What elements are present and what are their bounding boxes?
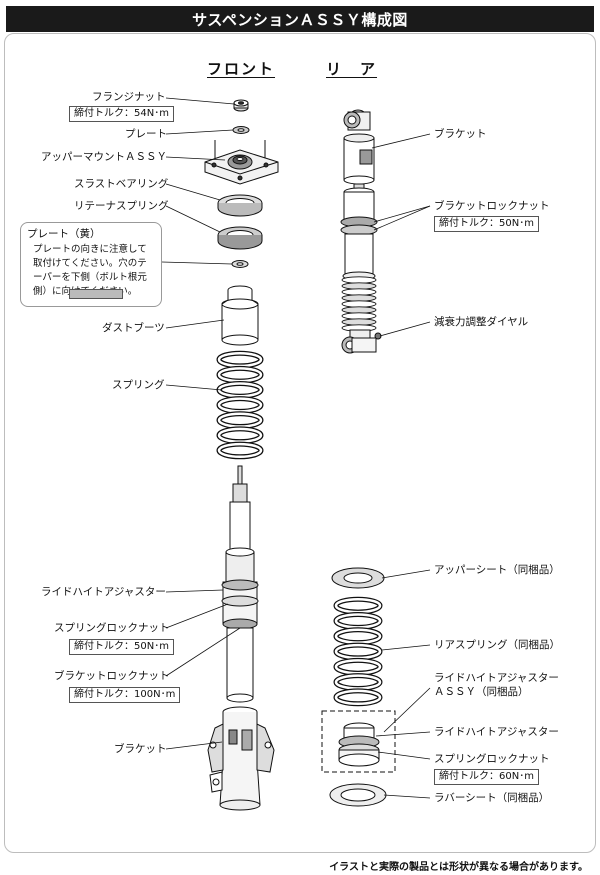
rear-spring-label: リアスプリング（同梱品） <box>434 639 560 651</box>
rear-bracket-lock-nut-label: ブラケットロックナット <box>434 200 550 212</box>
front-spring-label: スプリング <box>112 379 165 391</box>
front-upper-mount-label: アッパーマウントＡＳＳＹ <box>41 151 167 163</box>
front-spring-lock-nut-torque: 締付トルク：50N･m <box>69 639 174 655</box>
rear-ride-height-adjuster-label: ライドハイトアジャスター <box>434 726 559 738</box>
disclaimer-footer: イラストと実際の製品とは形状が異なる場合があります。 <box>329 862 588 873</box>
rear-spring-lock-nut-torque: 締付トルク：60N･m <box>434 769 539 785</box>
front-ride-height-adjuster-label: ライドハイトアジャスター <box>41 586 166 598</box>
front-heading: フロント <box>207 60 276 78</box>
rear-ride-height-adjuster-part <box>338 722 380 767</box>
rear-adjuster-assy-label-2: ＡＳＳＹ（同梱品） <box>434 686 529 698</box>
plate-note-title: プレート（黄） <box>27 228 101 240</box>
front-shock-body-part <box>221 465 259 703</box>
front-dust-boot-part <box>221 285 259 346</box>
plate-note-box: プレート（黄） プレートの向きに注意して取付けてください。穴のテーパーを下側（ボ… <box>20 222 162 307</box>
rear-spring-lock-nut-label: スプリングロックナット <box>434 753 550 765</box>
front-thrust-bearing-part <box>217 194 263 217</box>
rear-upper-seat-part <box>331 567 385 589</box>
rear-spring-part <box>333 596 383 707</box>
rear-adjuster-assy-box <box>321 710 396 773</box>
rear-damping-dial-label: 減衰力調整ダイヤル <box>434 316 529 328</box>
front-bracket-label: ブラケット <box>114 743 167 755</box>
front-spring-part <box>216 350 264 460</box>
rear-bracket-lock-nut-torque: 締付トルク：50N･m <box>434 216 539 232</box>
front-flange-nut-label: フランジナット <box>92 91 166 103</box>
rear-shock-body-part <box>340 183 378 281</box>
yellow-plate-icon <box>69 289 123 299</box>
front-retainer-spring-label: リテーナスプリング <box>74 200 169 212</box>
front-bracket-lock-nut-torque: 締付トルク：100N･m <box>69 687 181 703</box>
diagram-frame <box>4 33 596 853</box>
rear-heading: リ ア <box>326 60 378 78</box>
front-spring-lock-nut-label: スプリングロックナット <box>54 622 170 634</box>
front-retainer-spring-part <box>217 226 263 250</box>
front-dust-boot-label: ダストブーツ <box>102 322 165 334</box>
rear-bracket-label: ブラケット <box>434 128 487 140</box>
rear-rubber-seat-label: ラバーシート（同梱品） <box>434 792 550 804</box>
rear-adjuster-assy-label-1: ライドハイトアジャスター <box>434 672 559 684</box>
leader-lines <box>161 97 431 799</box>
front-small-plate-part <box>231 260 249 268</box>
front-bracket-part <box>207 706 275 811</box>
rear-bracket-part <box>343 109 375 185</box>
front-plate-label: プレート <box>125 128 167 140</box>
front-bracket-lock-nut-label: ブラケットロックナット <box>54 670 170 682</box>
front-flange-nut-part <box>233 99 249 112</box>
rear-damping-dial-part <box>341 329 382 354</box>
front-flange-nut-torque: 締付トルク：54N･m <box>69 106 174 122</box>
front-upper-mount-part <box>204 140 279 185</box>
rear-bellows-part <box>341 276 377 332</box>
rear-rubber-seat-part <box>329 783 387 807</box>
page-title: サスペンションＡＳＳＹ構成図 <box>6 6 594 32</box>
rear-upper-seat-label: アッパーシート（同梱品） <box>434 564 560 576</box>
front-plate-part <box>232 126 250 134</box>
front-thrust-bearing-label: スラストベアリング <box>74 178 169 190</box>
